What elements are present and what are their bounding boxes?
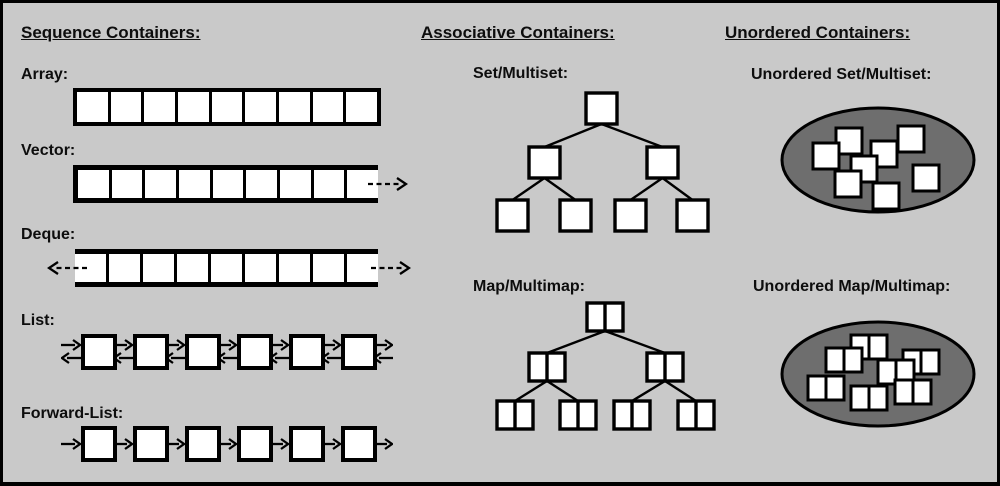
forward-list-diagram bbox=[61, 425, 397, 463]
array-cell bbox=[208, 92, 243, 122]
array-cell bbox=[141, 92, 176, 122]
forward-list-label: Forward-List: bbox=[21, 405, 124, 422]
list-node-box bbox=[133, 426, 169, 462]
list-node-box bbox=[237, 426, 273, 462]
deque-cell bbox=[208, 254, 242, 282]
list-node-box bbox=[185, 334, 221, 370]
set-multiset-tree-diagram bbox=[495, 91, 710, 233]
deque-cell bbox=[75, 254, 106, 282]
unordered-set-bucket-diagram bbox=[780, 106, 976, 214]
list-node-box bbox=[81, 334, 117, 370]
deque-cell bbox=[310, 254, 344, 282]
array-cell bbox=[77, 92, 108, 122]
sequence-containers-heading: Sequence Containers: bbox=[21, 23, 201, 42]
array-cell bbox=[107, 92, 142, 122]
array-cell bbox=[309, 92, 344, 122]
deque-label: Deque: bbox=[21, 226, 76, 243]
deque-cell bbox=[242, 254, 276, 282]
list-label: List: bbox=[21, 312, 55, 329]
set-multiset-label: Set/Multiset: bbox=[473, 65, 569, 82]
array-diagram bbox=[73, 88, 381, 126]
deque-grow-arrow-left-icon bbox=[46, 258, 89, 283]
list-node-box bbox=[237, 334, 273, 370]
array-cell bbox=[175, 92, 209, 122]
list-node-box bbox=[81, 426, 117, 462]
vector-cell bbox=[78, 170, 109, 198]
vector-label: Vector: bbox=[21, 142, 76, 159]
unordered-containers-heading: Unordered Containers: bbox=[725, 23, 911, 42]
vector-cell bbox=[142, 170, 177, 198]
map-multimap-tree-diagram bbox=[495, 301, 716, 431]
array-cell bbox=[242, 92, 277, 122]
map-multimap-label: Map/Multimap: bbox=[473, 278, 585, 295]
list-node-box bbox=[289, 426, 325, 462]
list-diagram bbox=[61, 333, 397, 371]
vector-diagram bbox=[73, 165, 379, 203]
list-node-box bbox=[289, 334, 325, 370]
list-node-box bbox=[341, 334, 377, 370]
unordered-map-bucket-diagram bbox=[780, 320, 976, 428]
unordered-set-multiset-label: Unordered Set/Multiset: bbox=[751, 66, 932, 83]
vector-cell bbox=[108, 170, 143, 198]
list-node-box bbox=[133, 334, 169, 370]
unordered-map-multimap-label: Unordered Map/Multimap: bbox=[753, 278, 951, 295]
associative-containers-heading: Associative Containers: bbox=[421, 23, 615, 42]
double-link-arrow-icon bbox=[61, 339, 81, 364]
deque-cell bbox=[276, 254, 310, 282]
vector-cell bbox=[209, 170, 244, 198]
deque-grow-arrow-right-icon bbox=[369, 258, 412, 283]
vector-cell bbox=[176, 170, 210, 198]
forward-link-arrow-icon bbox=[61, 438, 81, 450]
list-node-box bbox=[185, 426, 221, 462]
deque-cell bbox=[106, 254, 140, 282]
deque-cell bbox=[174, 254, 208, 282]
deque-diagram bbox=[75, 249, 378, 287]
array-cell bbox=[343, 92, 378, 122]
vector-grow-arrow-right-icon bbox=[366, 174, 409, 199]
vector-cell bbox=[243, 170, 278, 198]
deque-cell bbox=[140, 254, 174, 282]
list-node-box bbox=[341, 426, 377, 462]
vector-cell bbox=[310, 170, 345, 198]
array-cell bbox=[276, 92, 310, 122]
vector-cell bbox=[277, 170, 311, 198]
array-label: Array: bbox=[21, 66, 69, 83]
